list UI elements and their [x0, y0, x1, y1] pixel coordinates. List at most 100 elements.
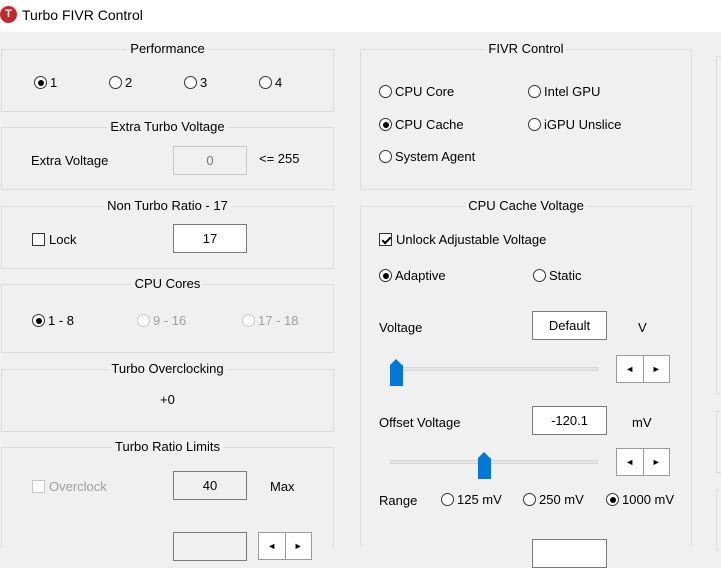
radio-label: 250 mV [539, 492, 584, 507]
performance-group: Performance 1 2 3 4 [1, 41, 334, 112]
spin-left-icon[interactable]: ◄ [259, 533, 286, 559]
fivr-radio-cpu-core[interactable]: CPU Core [379, 84, 454, 99]
cache-voltage-bottom-field[interactable] [532, 539, 607, 568]
performance-radio-2[interactable]: 2 [109, 75, 132, 90]
radio-icon [259, 76, 272, 89]
fivr-radio-cpu-cache[interactable]: CPU Cache [379, 117, 464, 132]
radio-icon [441, 493, 454, 506]
cpu-cores-radio-17-18[interactable]: 17 - 18 [242, 313, 298, 328]
offset-voltage-field[interactable]: -120.1 [532, 406, 607, 435]
range-radio-250[interactable]: 250 mV [523, 492, 584, 507]
radio-label: System Agent [395, 149, 476, 164]
spin-right-icon[interactable]: ► [651, 457, 661, 467]
offset-voltage-unit: mV [632, 415, 652, 430]
radio-label: 4 [275, 75, 283, 90]
offset-voltage-label: Offset Voltage [379, 415, 461, 430]
turbo-ratio-field[interactable]: 40 [173, 471, 247, 500]
radio-label: Adaptive [395, 268, 446, 283]
spin-right-icon[interactable]: ► [293, 541, 303, 551]
range-radio-1000[interactable]: 1000 mV [606, 492, 674, 507]
radio-icon [379, 85, 392, 98]
lock-checkbox[interactable]: Lock [32, 232, 76, 247]
voltage-value-field[interactable]: Default [532, 311, 607, 340]
checkbox-icon [32, 480, 45, 493]
radio-label: iGPU Unslice [544, 117, 622, 132]
radio-label: 1 - 8 [48, 313, 75, 328]
fivr-control-group: FIVR Control CPU Core Intel GPU CPU Cach… [360, 41, 692, 190]
radio-label: 2 [125, 75, 133, 90]
turbo-ratio-second-field[interactable] [173, 532, 247, 561]
radio-icon [523, 493, 536, 506]
right-panel-bottom [716, 489, 721, 551]
extra-turbo-voltage-title: Extra Turbo Voltage [107, 119, 228, 134]
extra-voltage-limit: <= 255 [259, 151, 300, 166]
cpu-cores-radio-9-16[interactable]: 9 - 16 [137, 313, 186, 328]
radio-label: 1000 mV [622, 492, 675, 507]
cpu-cache-voltage-title: CPU Cache Voltage [465, 198, 587, 213]
radio-label: 9 - 16 [153, 313, 187, 328]
non-turbo-ratio-group: Non Turbo Ratio - 17 Lock 17 [1, 198, 334, 269]
mode-radio-adaptive[interactable]: Adaptive [379, 268, 446, 283]
radio-icon [379, 150, 392, 163]
checkbox-label: Overclock [49, 479, 107, 494]
fivr-control-title: FIVR Control [485, 41, 567, 56]
range-radio-125[interactable]: 125 mV [441, 492, 502, 507]
cpu-cores-group: CPU Cores 1 - 8 9 - 16 17 - 18 [1, 276, 334, 353]
voltage-slider-thumb[interactable] [390, 359, 403, 386]
spin-left-icon[interactable]: ◄ [617, 449, 644, 475]
spin-right-icon[interactable]: ► [651, 364, 661, 374]
performance-radio-3[interactable]: 3 [184, 75, 207, 90]
radio-label: Static [549, 268, 582, 283]
radio-icon [528, 85, 541, 98]
turbo-app-icon: T [0, 6, 17, 23]
radio-label: 17 - 18 [258, 313, 299, 328]
turbo-overclocking-group: Turbo Overclocking +0 [1, 361, 334, 432]
offset-slider-thumb[interactable] [477, 452, 491, 479]
non-turbo-ratio-field[interactable]: 17 [173, 224, 247, 253]
radio-label: CPU Core [395, 84, 455, 99]
radio-selected-icon [379, 269, 392, 282]
radio-icon [242, 314, 255, 327]
radio-icon [137, 314, 150, 327]
range-label: Range [379, 493, 418, 508]
voltage-slider-track[interactable] [390, 367, 598, 371]
spin-left-icon[interactable]: ◄ [617, 356, 644, 382]
extra-voltage-field[interactable]: 0 [173, 146, 247, 175]
fivr-radio-igpu-unslice[interactable]: iGPU Unslice [528, 117, 621, 132]
radio-icon [528, 118, 541, 131]
turbo-overclocking-title: Turbo Overclocking [108, 361, 227, 376]
non-turbo-ratio-title: Non Turbo Ratio - 17 [104, 198, 231, 213]
voltage-label: Voltage [379, 320, 423, 335]
offset-spinner[interactable]: ◄ ► [616, 448, 670, 476]
turbo-overclocking-value: +0 [160, 392, 175, 407]
cpu-cores-title: CPU Cores [131, 276, 204, 291]
performance-radio-4[interactable]: 4 [259, 75, 282, 90]
checkbox-label: Lock [49, 232, 77, 247]
voltage-spinner[interactable]: ◄ ► [616, 355, 670, 383]
radio-selected-icon [379, 118, 392, 131]
radio-label: Intel GPU [544, 84, 601, 99]
extra-turbo-voltage-group: Extra Turbo Voltage Extra Voltage 0 <= 2… [1, 119, 334, 190]
radio-selected-icon [32, 314, 45, 327]
voltage-unit: V [638, 320, 647, 335]
radio-icon [184, 76, 197, 89]
cpu-cores-radio-1-8[interactable]: 1 - 8 [32, 313, 74, 328]
performance-radio-1[interactable]: 1 [34, 75, 57, 90]
overclock-checkbox[interactable]: Overclock [32, 479, 107, 494]
radio-selected-icon [34, 76, 47, 89]
turbo-ratio-spinner[interactable]: ◄ ► [258, 532, 312, 560]
fivr-radio-system-agent[interactable]: System Agent [379, 149, 475, 164]
performance-title: Performance [127, 41, 208, 56]
fivr-radio-intel-gpu[interactable]: Intel GPU [528, 84, 600, 99]
offset-slider-track[interactable] [390, 460, 598, 464]
max-label: Max [270, 479, 295, 494]
right-panel-lower [716, 411, 721, 473]
radio-label: CPU Cache [395, 117, 464, 132]
mode-radio-static[interactable]: Static [533, 268, 582, 283]
checkbox-icon [32, 233, 45, 246]
cpu-cache-voltage-group: CPU Cache Voltage Unlock Adjustable Volt… [360, 198, 692, 568]
unlock-voltage-checkbox[interactable]: Unlock Adjustable Voltage [379, 232, 546, 247]
right-panel-upper [716, 56, 721, 394]
checkbox-checked-icon [379, 233, 392, 246]
checkbox-label: Unlock Adjustable Voltage [396, 232, 547, 247]
